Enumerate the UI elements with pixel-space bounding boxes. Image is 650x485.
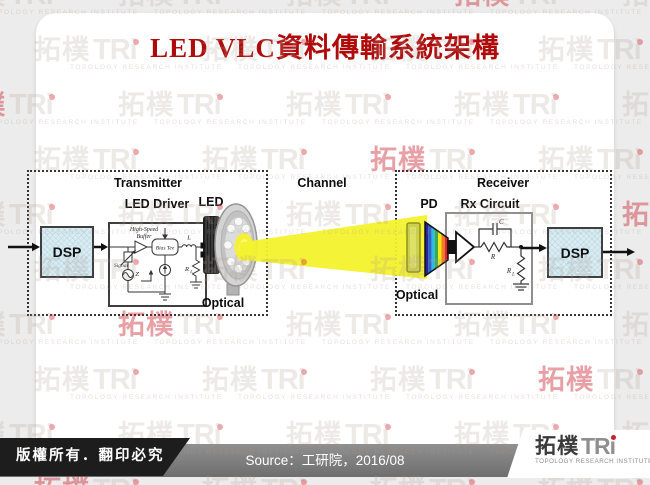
receiver-label: Receiver bbox=[476, 176, 530, 190]
rx-circuit-label: Rx Circuit bbox=[460, 197, 520, 211]
logo-tab: 拓樸 TRi TOPOLOGY RESEARCH INSTITUTE bbox=[507, 430, 650, 478]
receiver-dsp-label: DSP bbox=[560, 244, 590, 261]
source-text: Source：工研院，2016/08 bbox=[245, 453, 405, 468]
copyright-text: 版權所有．翻印必究 bbox=[16, 448, 165, 464]
channel-label: Channel bbox=[297, 176, 347, 190]
logo-red-dot-icon bbox=[611, 435, 617, 440]
led-label: LED bbox=[198, 195, 224, 209]
rx-circuit-box bbox=[445, 212, 533, 305]
logo-cjk-text: 拓樸 bbox=[535, 435, 579, 458]
receiver-dsp-box: DSP bbox=[547, 227, 603, 278]
copyright-tab: 版權所有．翻印必究 bbox=[0, 438, 190, 476]
led-driver-label: LED Driver bbox=[124, 197, 190, 211]
receiver-optical-label: Optical bbox=[395, 288, 439, 302]
logo-latin-text: TRi bbox=[581, 433, 617, 459]
transmitter-dsp-label: DSP bbox=[52, 244, 82, 260]
logo-latin-glyphs: TRi bbox=[581, 433, 616, 459]
led-driver-box bbox=[108, 222, 207, 307]
page-title: LED VLC資料傳輸系統架構 bbox=[150, 33, 500, 63]
transmitter-optical-label: Optical bbox=[201, 296, 245, 310]
logo-caption: TOPOLOGY RESEARCH INSTITUTE bbox=[535, 458, 650, 466]
tri-logo: 拓樸 TRi TOPOLOGY RESEARCH INSTITUTE bbox=[535, 433, 650, 467]
transmitter-dsp-box: DSP bbox=[40, 226, 94, 278]
transmitter-label: Transmitter bbox=[113, 176, 183, 190]
pd-label: PD bbox=[420, 197, 438, 211]
